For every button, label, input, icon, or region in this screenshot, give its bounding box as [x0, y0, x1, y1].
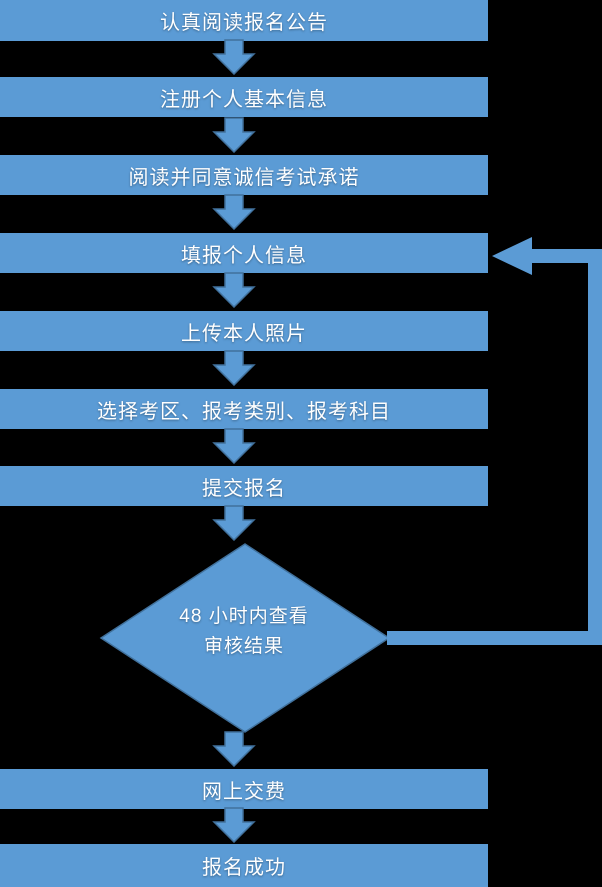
flow-step-label: 选择考区、报考类别、报考科目 — [97, 400, 391, 423]
down-arrow-icon — [212, 505, 256, 541]
down-arrow-icon — [212, 807, 256, 843]
flow-step-label: 填报个人信息 — [181, 244, 307, 267]
left-arrowhead-icon — [492, 237, 532, 275]
down-arrow-icon — [212, 731, 256, 767]
feedback-connector-horizontal-top — [530, 249, 602, 263]
decision-label-line2: 审核结果 — [203, 636, 284, 657]
down-arrow-icon — [212, 428, 256, 464]
down-arrow-icon — [212, 272, 256, 308]
flow-step-label: 网上交费 — [202, 780, 286, 803]
flow-step-pay-online: 网上交费 — [0, 769, 488, 809]
feedback-connector-vertical — [588, 249, 602, 645]
flow-step-fill-personal-info: 填报个人信息 — [0, 233, 488, 273]
decision-label-line1: 48 小时内查看 — [179, 606, 309, 627]
flow-step-label: 提交报名 — [202, 477, 286, 500]
flow-step-label: 阅读并同意诚信考试承诺 — [128, 166, 360, 189]
flow-step-label: 上传本人照片 — [181, 322, 307, 345]
feedback-connector-horizontal-bottom — [387, 631, 602, 645]
flow-step-label: 注册个人基本信息 — [160, 88, 328, 111]
flow-step-registration-success: 报名成功 — [0, 844, 488, 887]
flow-step-label: 认真阅读报名公告 — [160, 12, 328, 34]
down-arrow-icon — [212, 194, 256, 230]
flow-step-register-basic-info: 注册个人基本信息 — [0, 77, 488, 117]
flow-step-agree-integrity-pledge: 阅读并同意诚信考试承诺 — [0, 155, 488, 195]
flow-step-select-area-category-subject: 选择考区、报考类别、报考科目 — [0, 389, 488, 429]
flow-step-read-announcement: 认真阅读报名公告 — [0, 0, 488, 41]
flow-step-label: 报名成功 — [202, 857, 286, 879]
flow-step-upload-photo: 上传本人照片 — [0, 311, 488, 351]
flow-step-submit-registration: 提交报名 — [0, 466, 488, 506]
down-arrow-icon — [212, 350, 256, 386]
down-arrow-icon — [212, 39, 256, 75]
down-arrow-icon — [212, 117, 256, 153]
decision-diamond — [99, 543, 391, 733]
decision-label: 48 小时内查看 审核结果 — [94, 602, 394, 662]
